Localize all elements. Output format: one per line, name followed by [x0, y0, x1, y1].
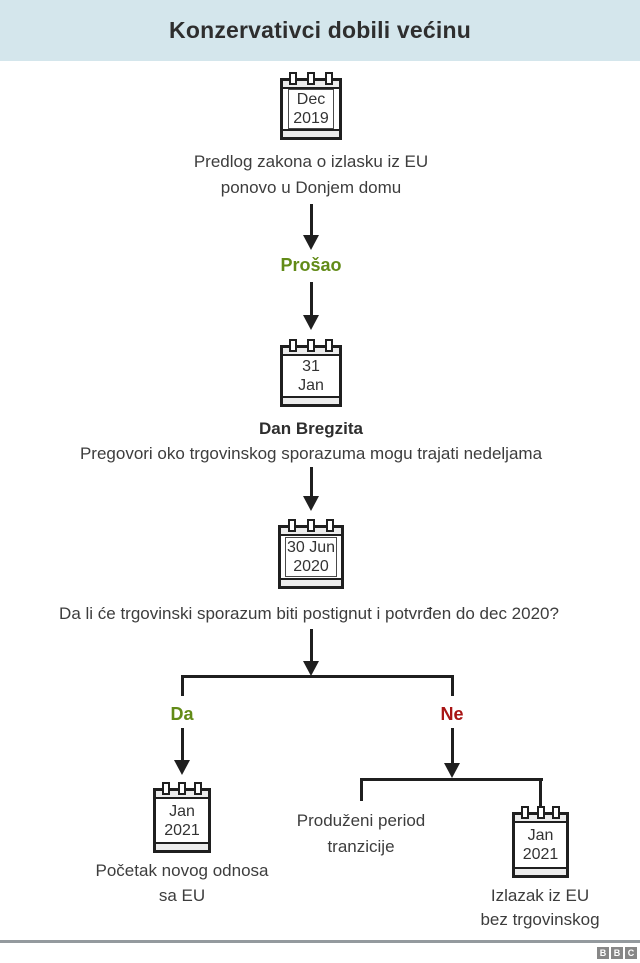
calendar-date-line: 2021: [164, 821, 200, 839]
bbc-logo-letter: B: [597, 947, 609, 959]
result-passed-label: Prošao: [280, 255, 342, 275]
calendar-page: Dec 2019: [280, 78, 342, 140]
calendar-ring-icon: [194, 782, 203, 795]
calendar-date: 31 Jan: [298, 357, 324, 395]
calendar-strip: [515, 815, 566, 823]
no-branch-line: [360, 778, 543, 781]
down-arrow: [303, 467, 319, 511]
calendar-strip: [283, 81, 339, 89]
page-title: Konzervativci dobili većinu: [169, 17, 471, 43]
calendar-ring-icon: [324, 339, 333, 352]
bbc-logo: B B C: [597, 947, 637, 959]
calendar-strip: [283, 348, 339, 356]
yes-outcome-line1: Početak novog odnosa: [95, 861, 269, 880]
step1-caption-line1: Predlog zakona o izlasku iz EU: [193, 152, 429, 171]
branch-stub-left: [181, 675, 184, 696]
header: Konzervativci dobili većinu: [0, 0, 640, 61]
calendar-icon-jan-2021-yes: Jan 2021: [153, 782, 211, 853]
calendar-ring-icon: [520, 806, 529, 819]
calendar-date-line: Jan: [527, 827, 554, 844]
calendar-ring-icon: [307, 519, 315, 532]
question-text: Da li će trgovinski sporazum biti postig…: [59, 604, 559, 623]
calendar-page: Jan 2021: [512, 812, 569, 878]
calendar-date: 30 Jun 2020: [284, 537, 338, 577]
branch-no-label: Ne: [440, 704, 464, 724]
calendar-icon-dec-2019: Dec 2019: [280, 72, 342, 140]
calendar-ring-icon: [289, 339, 298, 352]
no-branch-stub-right: [539, 778, 542, 810]
yes-outcome-line2: sa EU: [158, 886, 206, 905]
calendar-page: Jan 2021: [153, 788, 211, 853]
yes-outcome-caption: Početak novog odnosa sa EU: [52, 858, 312, 908]
step1-caption: Predlog zakona o izlasku iz EU ponovo u …: [11, 149, 611, 201]
down-arrow: [174, 728, 190, 775]
bbc-logo-letter: B: [611, 947, 623, 959]
calendar-page: 30 Jun 2020: [278, 525, 344, 589]
branch-line: [181, 675, 454, 678]
calendar-ring-icon: [289, 72, 298, 85]
branch-yes-label: Da: [170, 704, 194, 724]
calendar-strip: [283, 396, 339, 404]
calendar-page: 31 Jan: [280, 345, 342, 407]
calendar-date: Jan 2021: [523, 826, 559, 864]
transition-caption: Produženi period tranzicije: [241, 808, 481, 860]
step1-caption-line2: ponovo u Donjem domu: [220, 178, 402, 197]
calendar-date-line: 2020: [293, 558, 329, 575]
brexit-day-title: Dan Bregzita: [259, 419, 363, 438]
no-deal-line1: Izlazak iz EU: [490, 886, 590, 905]
calendar-date: Jan 2021: [164, 802, 200, 840]
calendar-ring-icon: [287, 519, 296, 532]
transition-line1: Produženi period: [296, 811, 426, 830]
calendar-ring-icon: [307, 339, 315, 352]
footer-divider: [0, 940, 640, 943]
calendar-strip: [281, 578, 341, 586]
down-arrow: [444, 728, 460, 778]
calendar-icon-jan-2021-no: Jan 2021: [512, 806, 569, 878]
calendar-date-line: Dec: [296, 91, 326, 108]
no-deal-caption: Izlazak iz EU bez trgovinskog: [430, 884, 640, 932]
calendar-date-line: 2019: [293, 110, 329, 127]
calendar-ring-icon: [552, 806, 561, 819]
no-branch-stub-left: [360, 778, 363, 801]
calendar-date: Dec 2019: [288, 89, 334, 129]
calendar-date-line: Jan: [298, 377, 324, 394]
calendar-date-line: 30 Jun: [286, 539, 336, 556]
calendar-icon-30-jun-2020: 30 Jun 2020: [278, 519, 344, 589]
calendar-icon-31-jan: 31 Jan: [280, 339, 342, 407]
calendar-date-line: Jan: [169, 802, 195, 820]
calendar-ring-icon: [324, 72, 333, 85]
calendar-date-line: 31: [302, 358, 320, 375]
calendar-strip: [515, 867, 566, 875]
down-arrow: [303, 629, 319, 676]
down-arrow: [303, 282, 319, 330]
calendar-ring-icon: [307, 72, 315, 85]
calendar-date-line: 2021: [522, 846, 559, 863]
down-arrow: [303, 204, 319, 250]
branch-stub-right: [451, 675, 454, 696]
bbc-logo-letter: C: [625, 947, 637, 959]
calendar-strip: [281, 528, 341, 536]
calendar-ring-icon: [326, 519, 335, 532]
step2-caption: Pregovori oko trgovinskog sporazuma mogu…: [79, 444, 543, 463]
transition-line2: tranzicije: [327, 837, 395, 856]
calendar-strip: [156, 791, 208, 799]
calendar-strip: [283, 129, 339, 137]
no-deal-line2: bez trgovinskog: [480, 910, 600, 929]
calendar-ring-icon: [536, 806, 545, 819]
calendar-ring-icon: [178, 782, 186, 795]
calendar-ring-icon: [161, 782, 170, 795]
calendar-strip: [156, 842, 208, 850]
